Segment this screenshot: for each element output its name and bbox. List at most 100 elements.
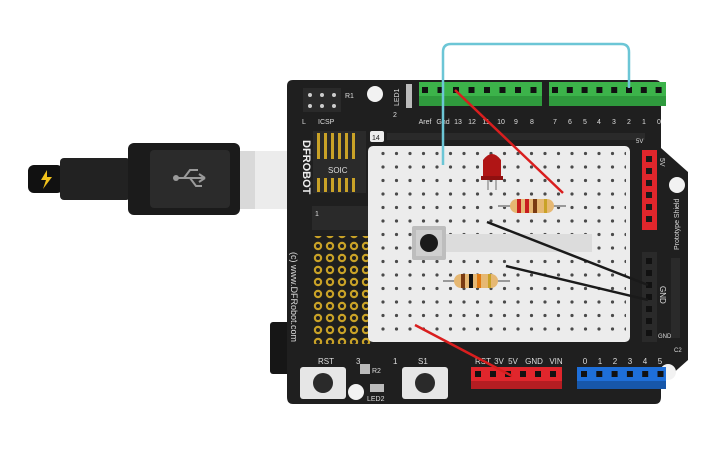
pin-label: 13 bbox=[454, 119, 462, 126]
pin-label: 9 bbox=[514, 119, 518, 126]
mounting-hole bbox=[669, 177, 685, 193]
r2-label: R2 bbox=[372, 368, 381, 375]
5v-header bbox=[642, 150, 657, 230]
digital-header-right bbox=[549, 82, 666, 106]
brand-logo: DFROBOT bbox=[300, 140, 312, 195]
digital-pin bbox=[437, 87, 444, 93]
red-wire-top bbox=[454, 89, 564, 194]
top-pad-strip bbox=[387, 133, 645, 140]
num-1-label: 1 bbox=[315, 211, 319, 218]
resistor-1 bbox=[498, 199, 566, 213]
pin-label: 3 bbox=[628, 357, 633, 366]
pin-label: 5 bbox=[658, 357, 663, 366]
r1-label: R1 bbox=[345, 93, 354, 100]
proto-holes bbox=[311, 236, 371, 344]
led1-component bbox=[406, 84, 412, 108]
analog-pin bbox=[596, 371, 603, 377]
pin-label: 5V bbox=[508, 357, 518, 366]
power-pin bbox=[550, 371, 556, 377]
pushbutton[interactable] bbox=[412, 226, 446, 260]
digital-pin bbox=[611, 87, 618, 93]
icsp-header bbox=[303, 88, 341, 112]
pin-label: 7 bbox=[553, 119, 557, 126]
gnd-label: GND bbox=[658, 286, 667, 304]
digital-pin bbox=[596, 87, 603, 93]
digital-pin bbox=[530, 87, 537, 93]
gnd-header-pins bbox=[646, 258, 652, 336]
black-wire-1 bbox=[486, 220, 649, 287]
power-header bbox=[471, 367, 562, 381]
analog-header-base bbox=[577, 381, 666, 389]
pin-label: 6 bbox=[568, 119, 572, 126]
digital-labels-right: 7 6 5 4 3 2 1 0 bbox=[553, 119, 661, 126]
led2-label: LED2 bbox=[367, 396, 385, 403]
pin-label: 0 bbox=[657, 119, 661, 126]
pin-label: 1 bbox=[642, 119, 646, 126]
analog-pin bbox=[642, 371, 649, 377]
analog-pin bbox=[581, 371, 587, 377]
pin-label: 3 bbox=[612, 119, 616, 126]
led2-component bbox=[370, 384, 384, 392]
copyright-text: (c) www.DFRobot.com bbox=[289, 252, 299, 342]
soic-label: SOIC bbox=[328, 166, 348, 175]
soic-pads bbox=[317, 133, 355, 192]
resistor-2 bbox=[443, 274, 510, 288]
pin-label: 4 bbox=[597, 119, 601, 126]
digital-header-left bbox=[419, 82, 542, 106]
digital-pin bbox=[499, 87, 506, 93]
analog-pin bbox=[626, 371, 633, 377]
s1-button-label: S1 bbox=[418, 357, 428, 366]
pin-label: 2 bbox=[627, 119, 631, 126]
red-led bbox=[481, 154, 503, 190]
num-14-badge bbox=[370, 131, 384, 142]
pin-label: 1 bbox=[598, 357, 603, 366]
power-header-base bbox=[471, 381, 562, 389]
power-jack bbox=[270, 322, 292, 374]
pin-label: 2 bbox=[613, 357, 618, 366]
power-pin bbox=[520, 371, 526, 377]
analog-header bbox=[577, 367, 666, 381]
power-pin bbox=[535, 371, 541, 377]
breadboard-channel bbox=[446, 234, 592, 252]
pin-label: 10 bbox=[497, 119, 505, 126]
num-3-label: 3 bbox=[356, 357, 361, 366]
rst-button[interactable] bbox=[300, 367, 346, 399]
num-2-label: 2 bbox=[393, 112, 397, 119]
digital-pin bbox=[581, 87, 588, 93]
usb-cable bbox=[28, 143, 292, 215]
usb-symbol-icon bbox=[173, 169, 206, 187]
pin-label: Aref bbox=[419, 119, 432, 126]
s1-button[interactable] bbox=[402, 367, 448, 399]
cyan-wire bbox=[441, 42, 631, 165]
digital-pin bbox=[515, 87, 521, 93]
red-wire-bottom bbox=[414, 323, 513, 378]
led1-label: LED1 bbox=[394, 88, 401, 106]
power-pin bbox=[475, 371, 481, 377]
mounting-hole bbox=[367, 86, 383, 102]
digital-pin bbox=[566, 87, 573, 93]
power-pin bbox=[490, 371, 496, 377]
5v-header-pins bbox=[646, 156, 652, 222]
icsp-label: ICSP bbox=[318, 119, 335, 126]
digital-pin bbox=[626, 87, 632, 93]
analog-pin bbox=[657, 371, 664, 377]
pin-label: 11 bbox=[482, 119, 489, 126]
num-1-bottom-label: 1 bbox=[393, 357, 398, 366]
digital-pin bbox=[468, 87, 475, 93]
gnd-small-label: GND bbox=[658, 334, 672, 340]
smd-pads bbox=[312, 206, 370, 230]
digital-pin bbox=[640, 87, 647, 93]
lightning-icon bbox=[41, 170, 52, 189]
analog-pin bbox=[611, 371, 618, 377]
pin-label: 0 bbox=[583, 357, 588, 366]
pin-label: 3V bbox=[494, 357, 504, 366]
side-pads bbox=[671, 258, 680, 338]
5v-top-label: 5V bbox=[636, 139, 643, 145]
digital-pin bbox=[655, 87, 662, 93]
digital-pin bbox=[484, 87, 490, 93]
pin-label: GND bbox=[525, 357, 543, 366]
c2-label: C2 bbox=[674, 348, 682, 354]
num-14-label: 14 bbox=[372, 135, 380, 142]
pin-label: 5 bbox=[583, 119, 587, 126]
